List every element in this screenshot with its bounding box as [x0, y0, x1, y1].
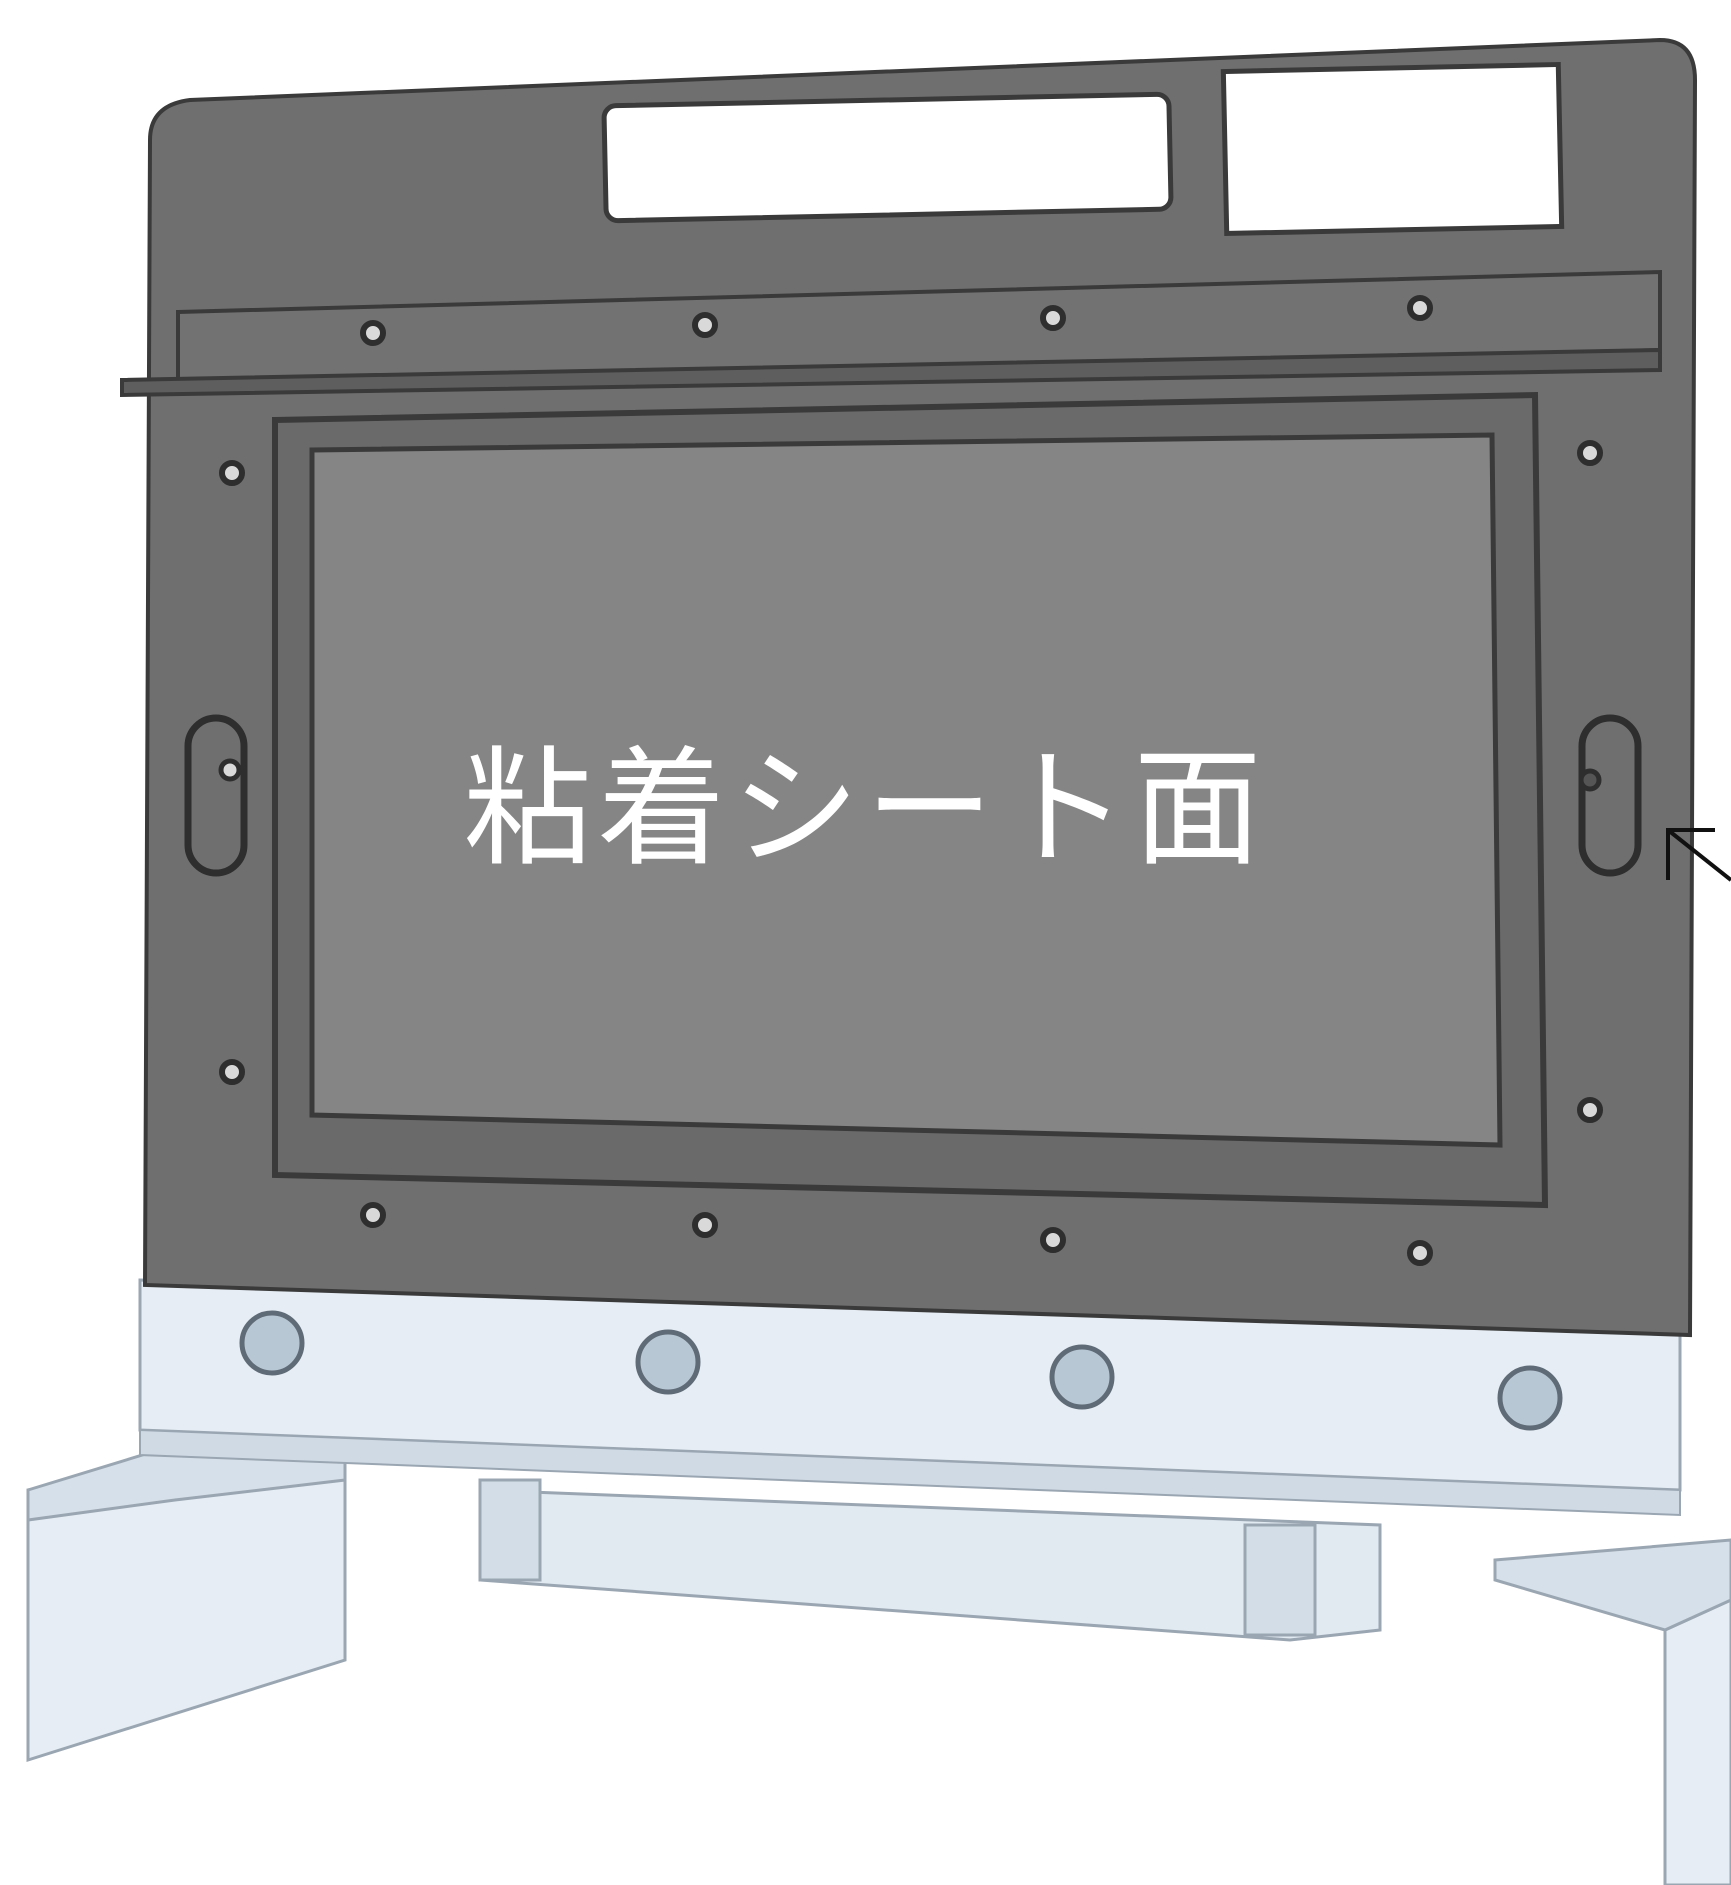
screw: [1407, 295, 1433, 321]
screw: [1040, 1227, 1066, 1253]
screw: [1040, 305, 1066, 331]
arrow-icon: [1666, 828, 1731, 882]
screw: [692, 312, 718, 338]
screw: [1577, 1097, 1603, 1123]
bar-bolt: [239, 1310, 305, 1376]
mount-bar: [138, 1278, 1682, 1517]
bar-bolt: [1497, 1365, 1563, 1431]
right-foot: [1493, 1538, 1731, 1632]
screw: [692, 1212, 718, 1238]
screw: [219, 1059, 245, 1085]
top-ledge: [120, 269, 1662, 398]
screw: [360, 1202, 386, 1228]
screw: [1577, 440, 1603, 466]
right-leg: [1663, 1598, 1731, 1885]
top-window-left: [601, 91, 1174, 224]
bar-bolt: [635, 1329, 701, 1395]
center-post-left: [478, 1478, 542, 1582]
bar-bolt: [1049, 1344, 1115, 1410]
screw: [1407, 1240, 1433, 1266]
right-slot: [1578, 714, 1642, 877]
left-slot: [184, 714, 248, 877]
top-window-right: [1220, 61, 1565, 237]
adhesive-sheet: [309, 432, 1503, 1148]
screw-sides: [219, 440, 1603, 1123]
base-frame: [26, 1428, 1731, 1885]
center-post-right: [1243, 1523, 1317, 1637]
screw: [360, 320, 386, 346]
screw: [219, 460, 245, 486]
screw-row-bottom: [360, 1202, 1433, 1266]
screw-row-top: [360, 295, 1433, 346]
